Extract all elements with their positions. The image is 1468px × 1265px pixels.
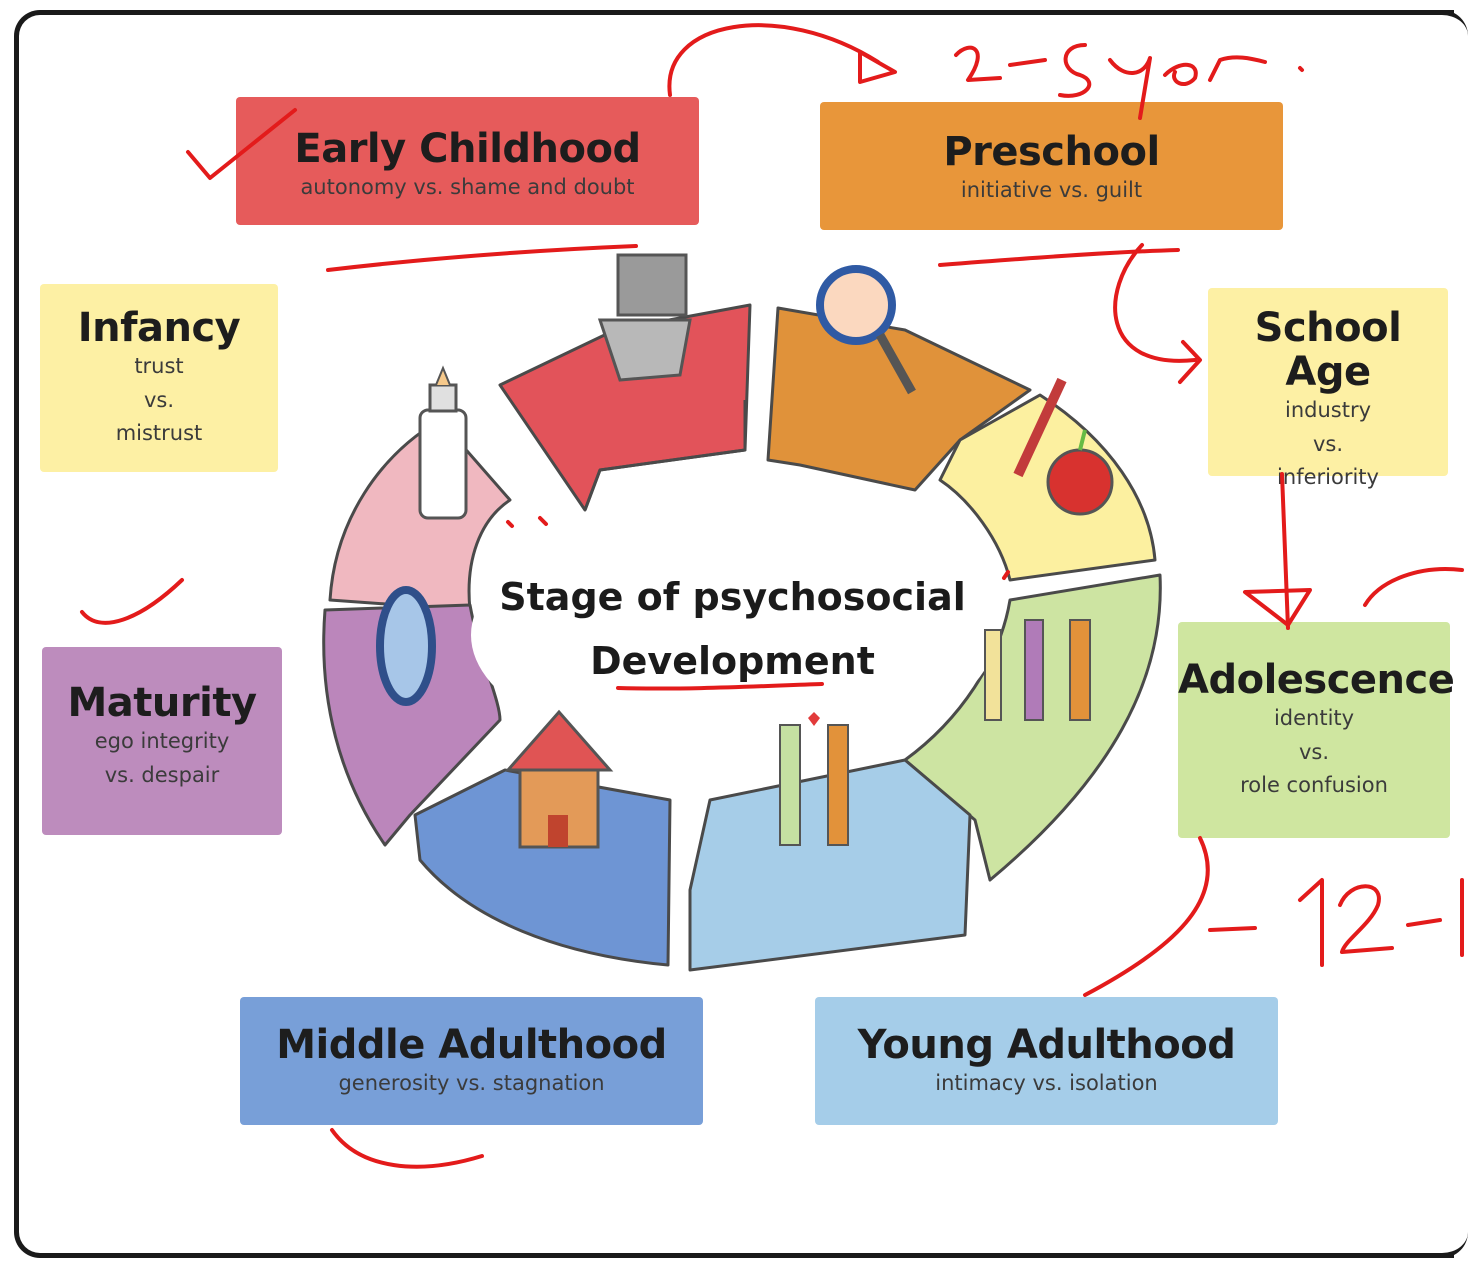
arrowhead-preschool	[858, 50, 897, 84]
arrowhead-school	[1178, 340, 1202, 384]
couple-icon	[779, 712, 849, 846]
arrow-preschool-to-school	[1113, 243, 1197, 363]
checkmark-maturity	[80, 578, 184, 625]
underline-development	[616, 682, 824, 691]
ring-segment-middle-adulthood	[413, 768, 672, 967]
apple-icon	[1046, 429, 1114, 516]
center-title-line2: Development	[590, 639, 875, 683]
stage-middle-adulthood: Middle Adulthood generosity vs. stagnati…	[240, 997, 703, 1125]
stage-preschool: Preschool initiative vs. guilt	[820, 102, 1283, 230]
stage-conflict-a: industry	[1284, 398, 1372, 422]
center-title-line1: Stage of psychosocial	[499, 575, 966, 619]
underline-early-childhood	[326, 244, 638, 272]
house-icon	[504, 709, 614, 849]
stage-title: School Age	[1254, 305, 1402, 395]
stage-title: Preschool	[943, 129, 1160, 175]
stage-conflict: initiative vs. guilt	[960, 178, 1143, 202]
stage-conflict-vs: vs.	[143, 387, 175, 412]
magnifying-glass-icon	[816, 265, 916, 395]
stage-school-age: School Age industry vs. inferiority	[1208, 288, 1448, 489]
stage-conflict-b: role confusion	[1240, 773, 1388, 798]
stage-title: Infancy	[77, 305, 241, 351]
annot-2-5-year	[954, 43, 1304, 120]
diagram-center-title: Stage of psychosocial Development	[475, 525, 990, 745]
stage-conflict-a: identity	[1273, 706, 1355, 730]
stage-infancy: Infancy trust vs. mistrust	[40, 284, 278, 472]
checkmark-early-childhood	[186, 108, 297, 180]
stage-conflict-vs: vs.	[1312, 431, 1344, 456]
ring-center	[471, 510, 995, 760]
toilet-icon	[597, 253, 692, 382]
stage-conflict: autonomy vs. shame and doubt	[300, 175, 635, 199]
ring-segment-preschool	[766, 306, 1032, 492]
tick-marks-center	[506, 516, 1010, 580]
pencil-icon	[1013, 377, 1067, 478]
stage-young-adulthood: Young Adulthood intimacy vs. isolation	[815, 997, 1278, 1125]
stage-conflict-a: ego integrity	[94, 729, 230, 753]
bracket-adolescence	[1363, 567, 1464, 607]
stage-conflict-b: vs. despair	[104, 762, 220, 787]
stage-conflict: generosity vs. stagnation	[338, 1071, 605, 1095]
stage-conflict-a: trust	[134, 354, 184, 378]
underline-preschool	[938, 248, 1180, 267]
stage-adolescence: Adolescence identity vs. role confusion	[1178, 622, 1455, 838]
stage-maturity: Maturity ego integrity vs. despair	[42, 647, 282, 835]
annot-12-age	[1208, 878, 1464, 967]
underline-middle-adulthood	[330, 1128, 484, 1169]
stage-early-childhood: Early Childhood autonomy vs. shame and d…	[236, 97, 699, 225]
family-icon	[984, 619, 1091, 721]
line-adolescence-to-young	[1083, 836, 1210, 997]
baby-bottle-icon	[418, 365, 468, 520]
stage-title: Maturity	[67, 680, 257, 726]
stage-title: Adolescence	[1178, 657, 1455, 703]
stage-title: Young Adulthood	[857, 1022, 1236, 1068]
arrow-early-to-preschool	[667, 23, 880, 97]
stage-title: Early Childhood	[294, 126, 641, 172]
stage-conflict-b: mistrust	[115, 421, 203, 446]
stage-conflict-vs: vs.	[1298, 739, 1330, 764]
image-frame-right	[1428, 10, 1468, 1258]
image-frame	[14, 10, 1454, 1258]
stage-title: Middle Adulthood	[276, 1022, 667, 1068]
mirror-icon	[376, 586, 436, 706]
arrow-school-to-adolescence	[1280, 472, 1290, 630]
stage-conflict-b: inferiority	[1277, 465, 1379, 490]
stage-conflict: intimacy vs. isolation	[935, 1071, 1158, 1095]
arrowhead-adolescence	[1243, 588, 1312, 627]
ring-segment-young-adulthood	[688, 758, 972, 972]
